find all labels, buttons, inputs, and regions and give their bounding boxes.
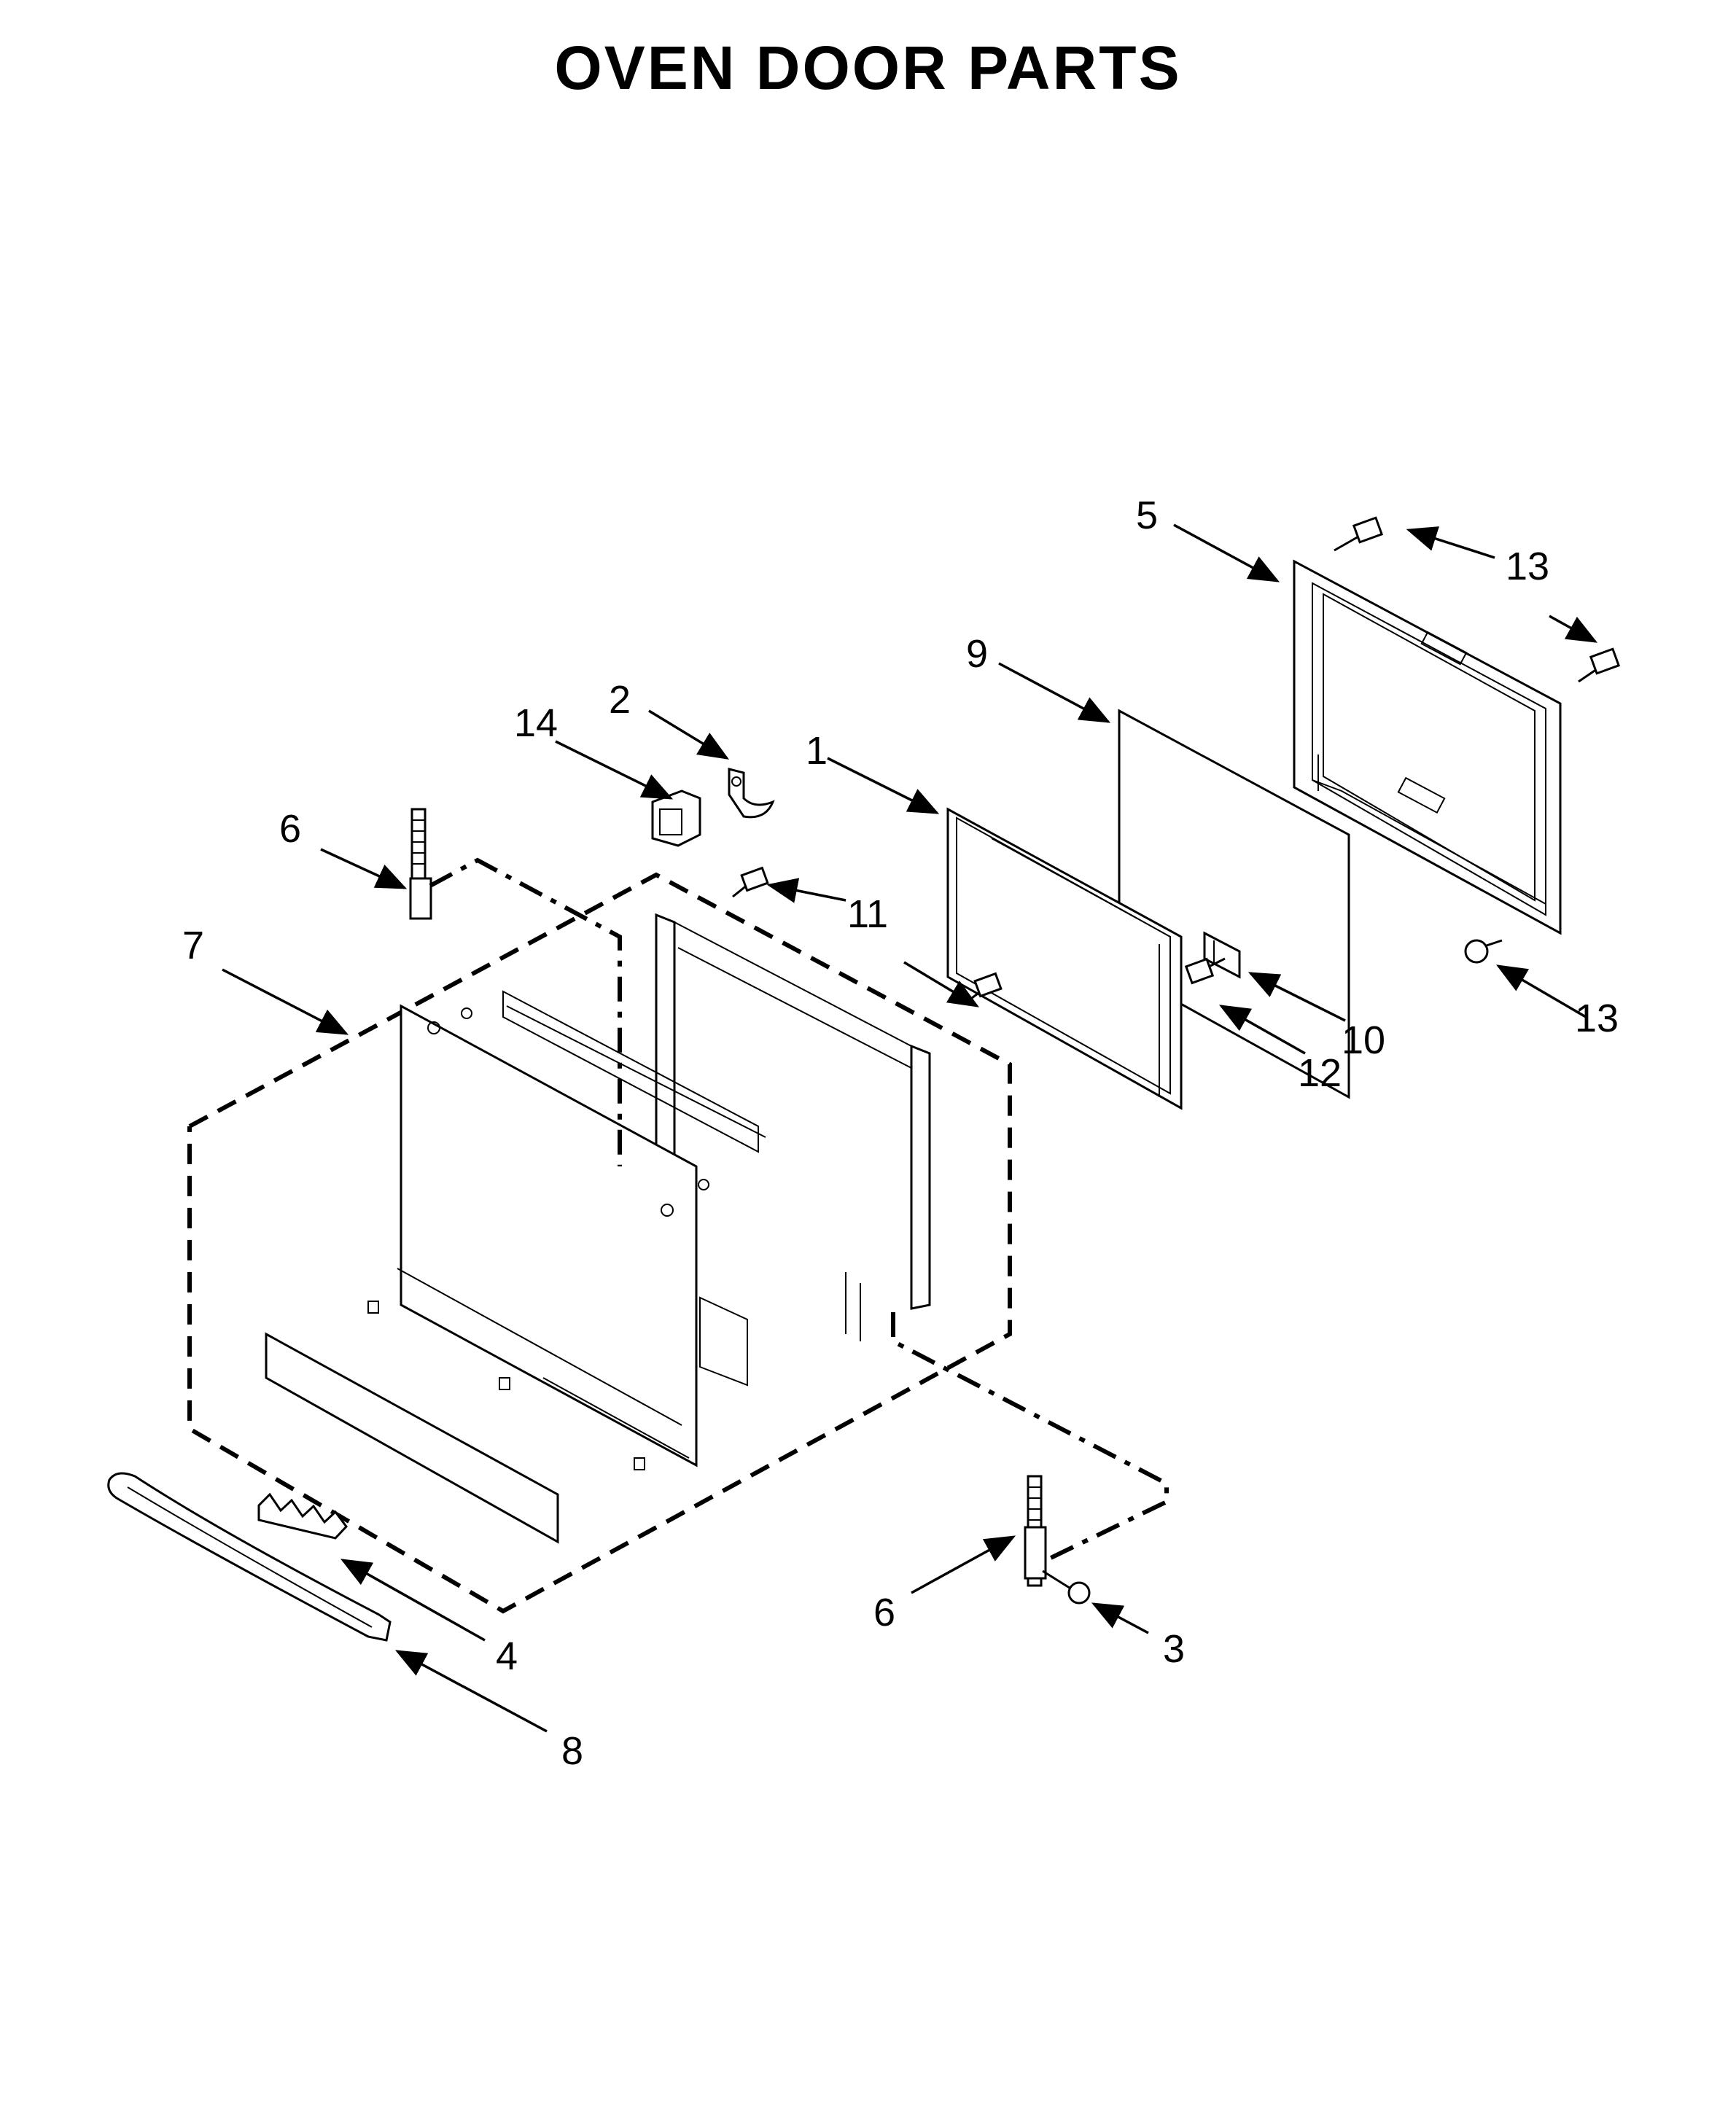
part-screw-12	[1184, 957, 1226, 985]
arrow-10	[1247, 972, 1346, 1022]
part-latch-bracket	[651, 790, 701, 847]
arrow-1	[827, 757, 940, 814]
callout-6b: 6	[873, 1591, 895, 1634]
part-bracket	[1203, 931, 1241, 979]
callout-12: 12	[1298, 1051, 1342, 1095]
callout-5: 5	[1136, 494, 1158, 537]
part-screw-13c	[1464, 939, 1503, 964]
part-screw-11a	[732, 866, 769, 898]
arrow-11a	[766, 878, 846, 903]
callout-10: 10	[1342, 1018, 1385, 1062]
arrow-4	[340, 1559, 486, 1642]
arrow-3	[1091, 1602, 1149, 1634]
part-screw-13b	[1578, 647, 1621, 683]
arrow-9	[998, 662, 1111, 723]
part-handle-spacers	[257, 1492, 348, 1540]
arrow-13b	[1549, 615, 1598, 643]
callout-13b: 13	[1575, 997, 1619, 1040]
part-door-assembly	[187, 872, 1012, 1614]
arrow-2	[648, 709, 729, 760]
part-hinge-right	[1024, 1475, 1047, 1587]
part-hinge-left	[409, 808, 432, 920]
callout-9: 9	[966, 632, 988, 676]
arrow-14	[555, 740, 674, 800]
arrow-6b	[911, 1535, 1016, 1594]
callout-3: 3	[1163, 1627, 1185, 1671]
part-screw-13a	[1334, 516, 1384, 552]
callout-6a: 6	[279, 807, 301, 851]
arrow-8	[394, 1650, 548, 1733]
callout-11: 11	[847, 892, 888, 936]
arrow-13a	[1406, 526, 1495, 559]
diagram-title: OVEN DOOR PARTS	[554, 34, 1182, 102]
arrow-7	[222, 968, 349, 1035]
part-inner-door-frame	[946, 807, 1183, 1110]
part-screw-bottom	[1042, 1570, 1091, 1605]
arrow-13c	[1495, 964, 1587, 1018]
hinge-leader-bottom	[891, 1312, 1169, 1562]
part-door-handle	[107, 1472, 392, 1642]
part-outer-door-panel	[1293, 559, 1562, 935]
hinge-leader-top	[429, 857, 622, 1166]
callout-14: 14	[514, 701, 558, 745]
arrow-5	[1173, 523, 1280, 582]
callout-1: 1	[806, 729, 828, 773]
callout-4: 4	[496, 1634, 518, 1678]
callout-8: 8	[561, 1729, 583, 1773]
callout-7: 7	[182, 924, 204, 967]
part-door-clip	[728, 768, 775, 819]
arrow-12	[1218, 1005, 1306, 1055]
arrow-6a	[320, 848, 408, 889]
arrow-11b	[903, 961, 980, 1007]
callout-13a: 13	[1506, 545, 1549, 588]
callout-2: 2	[609, 678, 631, 722]
